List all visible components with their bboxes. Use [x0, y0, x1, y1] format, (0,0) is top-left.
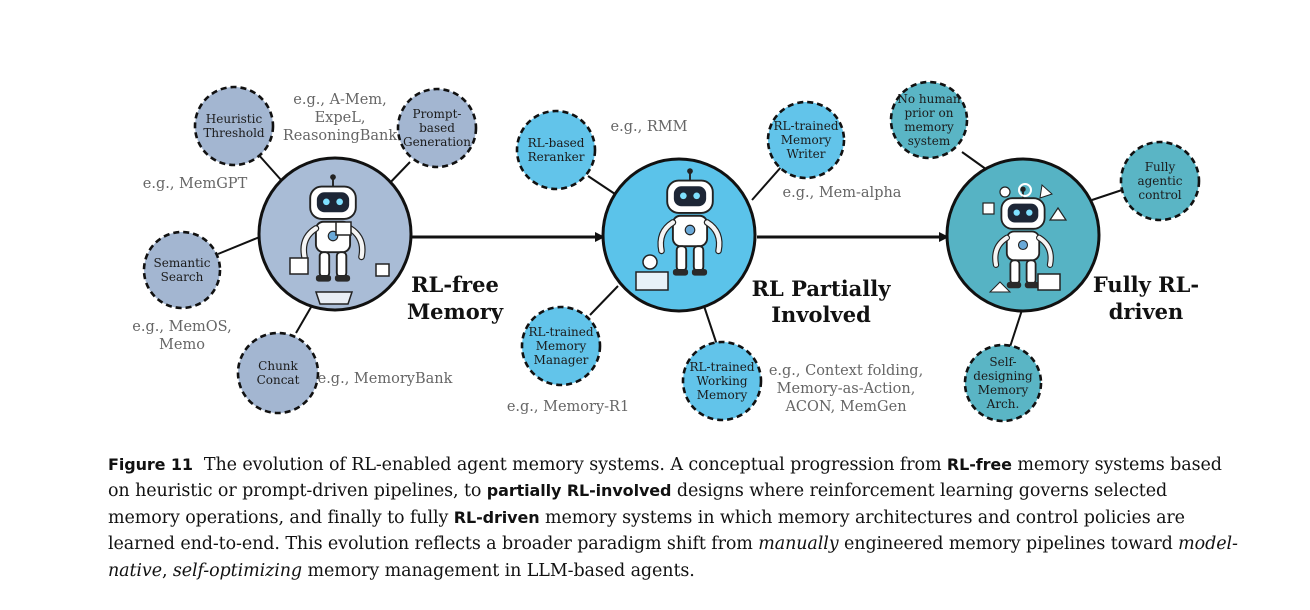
satellite-circle	[1119, 140, 1201, 222]
stage2-connectors	[587, 165, 783, 349]
example-label-memos: e.g., MemOS,	[132, 319, 231, 335]
satellite-label: Arch.	[986, 397, 1020, 411]
satellite-label: agentic	[1137, 174, 1182, 188]
satellite-label: RL-based	[528, 136, 585, 150]
example-label-memgpt: e.g., MemGPT	[143, 176, 248, 192]
satellite-circle	[889, 80, 969, 160]
caption-text-3: designs where reinforcement learning gov…	[108, 481, 1168, 528]
satellite-label: prior on	[905, 106, 954, 120]
satellite-circle	[515, 109, 597, 191]
stage2-title: RL Partially	[752, 276, 892, 301]
satellite-label: Memory	[697, 388, 748, 402]
stage3-title-line2: driven	[1109, 299, 1184, 324]
satellite-label: RL-trained	[773, 119, 838, 133]
satellite-label: Chunk	[258, 359, 298, 373]
stage2-rl-partial-circle	[601, 157, 757, 313]
caption-text-4: memory systems in which memory architect…	[108, 507, 1185, 555]
satellite-label: Semantic	[154, 256, 211, 270]
caption-text-6: ,	[161, 560, 173, 581]
satellite-label: Reranker	[528, 150, 585, 164]
satellite-label: based	[419, 121, 455, 135]
example-label-memorybank: e.g., MemoryBank	[318, 371, 453, 387]
satellite-circle	[766, 100, 846, 180]
stage3-fully-rl-circle	[945, 157, 1101, 313]
satellite-circle	[142, 230, 222, 310]
satellite-label: Prompt-	[413, 107, 462, 121]
satellite-label: memory	[904, 120, 954, 134]
example-label-rmm: e.g., RMM	[611, 119, 688, 135]
satellite-label: Search	[161, 270, 204, 284]
satellite-label: Working	[697, 374, 748, 388]
satellite-label: Heuristic	[206, 112, 263, 126]
satellite-label: Self-	[989, 355, 1016, 369]
satellite-label: RL-trained	[689, 360, 754, 374]
robot-icon	[289, 174, 390, 305]
example-label-context-folding: Memory-as-Action,	[777, 381, 916, 397]
satellite-label: Memory	[978, 383, 1029, 397]
stage2-title-line2: Involved	[771, 302, 871, 327]
caption-italic-self-optimizing: self-optimizing	[172, 560, 302, 581]
example-label-amem: e.g., A-Mem,	[293, 92, 386, 108]
example-label-amem: ReasoningBank	[283, 128, 398, 144]
example-labels: e.g., A-Mem, ExpeL, ReasoningBank e.g., Mem…	[132, 92, 923, 415]
satellite-circle	[681, 340, 763, 422]
caption-keyword-rl-free: RL-free	[946, 455, 1012, 474]
caption-text-2: memory systems based on heuristic or pro…	[108, 455, 1222, 502]
satellite-label: system	[908, 134, 951, 148]
satellite-label: Generation	[403, 135, 471, 149]
satellite-circle	[963, 343, 1043, 423]
satellite-circle	[520, 305, 602, 387]
stage1-title: RL-free	[411, 272, 499, 297]
satellite-label: No human	[897, 92, 961, 106]
satellite-label: Fully	[1145, 160, 1176, 174]
example-label-context-folding: e.g., Context folding,	[769, 363, 923, 379]
caption-text-5: engineered memory pipelines toward	[838, 534, 1179, 555]
satellite-label: Writer	[786, 147, 825, 161]
figure-caption: Figure 11 The evolution of RL-enabled ag…	[108, 452, 1238, 584]
caption-italic-model-native: model-native	[108, 534, 1238, 581]
satellite-label: control	[1138, 188, 1181, 202]
satellite-label: RL-trained	[528, 325, 593, 339]
figure-label: Figure 11	[108, 455, 193, 474]
stage1-title-line2: Memory	[407, 299, 504, 324]
stage1-rl-free-circle	[257, 156, 413, 312]
satellite-circle	[396, 87, 478, 169]
caption-text-7: memory management in LLM-based agents.	[301, 560, 695, 581]
satellite-circle	[236, 331, 320, 415]
satellite-label: Memory	[781, 133, 832, 147]
caption-keyword-rl-driven: RL-driven	[453, 507, 540, 527]
robot-icon	[635, 168, 719, 291]
example-label-amem: ExpeL,	[315, 110, 366, 126]
satellite-label: Memory	[536, 339, 587, 353]
satellite-label: designing	[973, 369, 1033, 383]
example-label-context-folding: ACON, MemGen	[784, 399, 906, 415]
example-label-memalpha: e.g., Mem-alpha	[783, 185, 902, 201]
satellite-label: Concat	[257, 373, 300, 387]
satellite-circle	[193, 85, 275, 167]
stage3-title: Fully RL-	[1093, 272, 1199, 297]
satellite-label: Manager	[534, 353, 589, 367]
satellite-label: Threshold	[203, 126, 265, 140]
caption-italic-manually: manually	[758, 534, 839, 555]
robot-icon	[982, 183, 1068, 293]
caption-keyword-partially-rl-involved: partially RL-involved	[486, 481, 672, 501]
caption-text-1: The evolution of RL-enabled agent memory…	[203, 455, 947, 475]
example-label-memoryr1: e.g., Memory-R1	[507, 399, 629, 415]
example-label-memos: Memo	[159, 337, 205, 353]
